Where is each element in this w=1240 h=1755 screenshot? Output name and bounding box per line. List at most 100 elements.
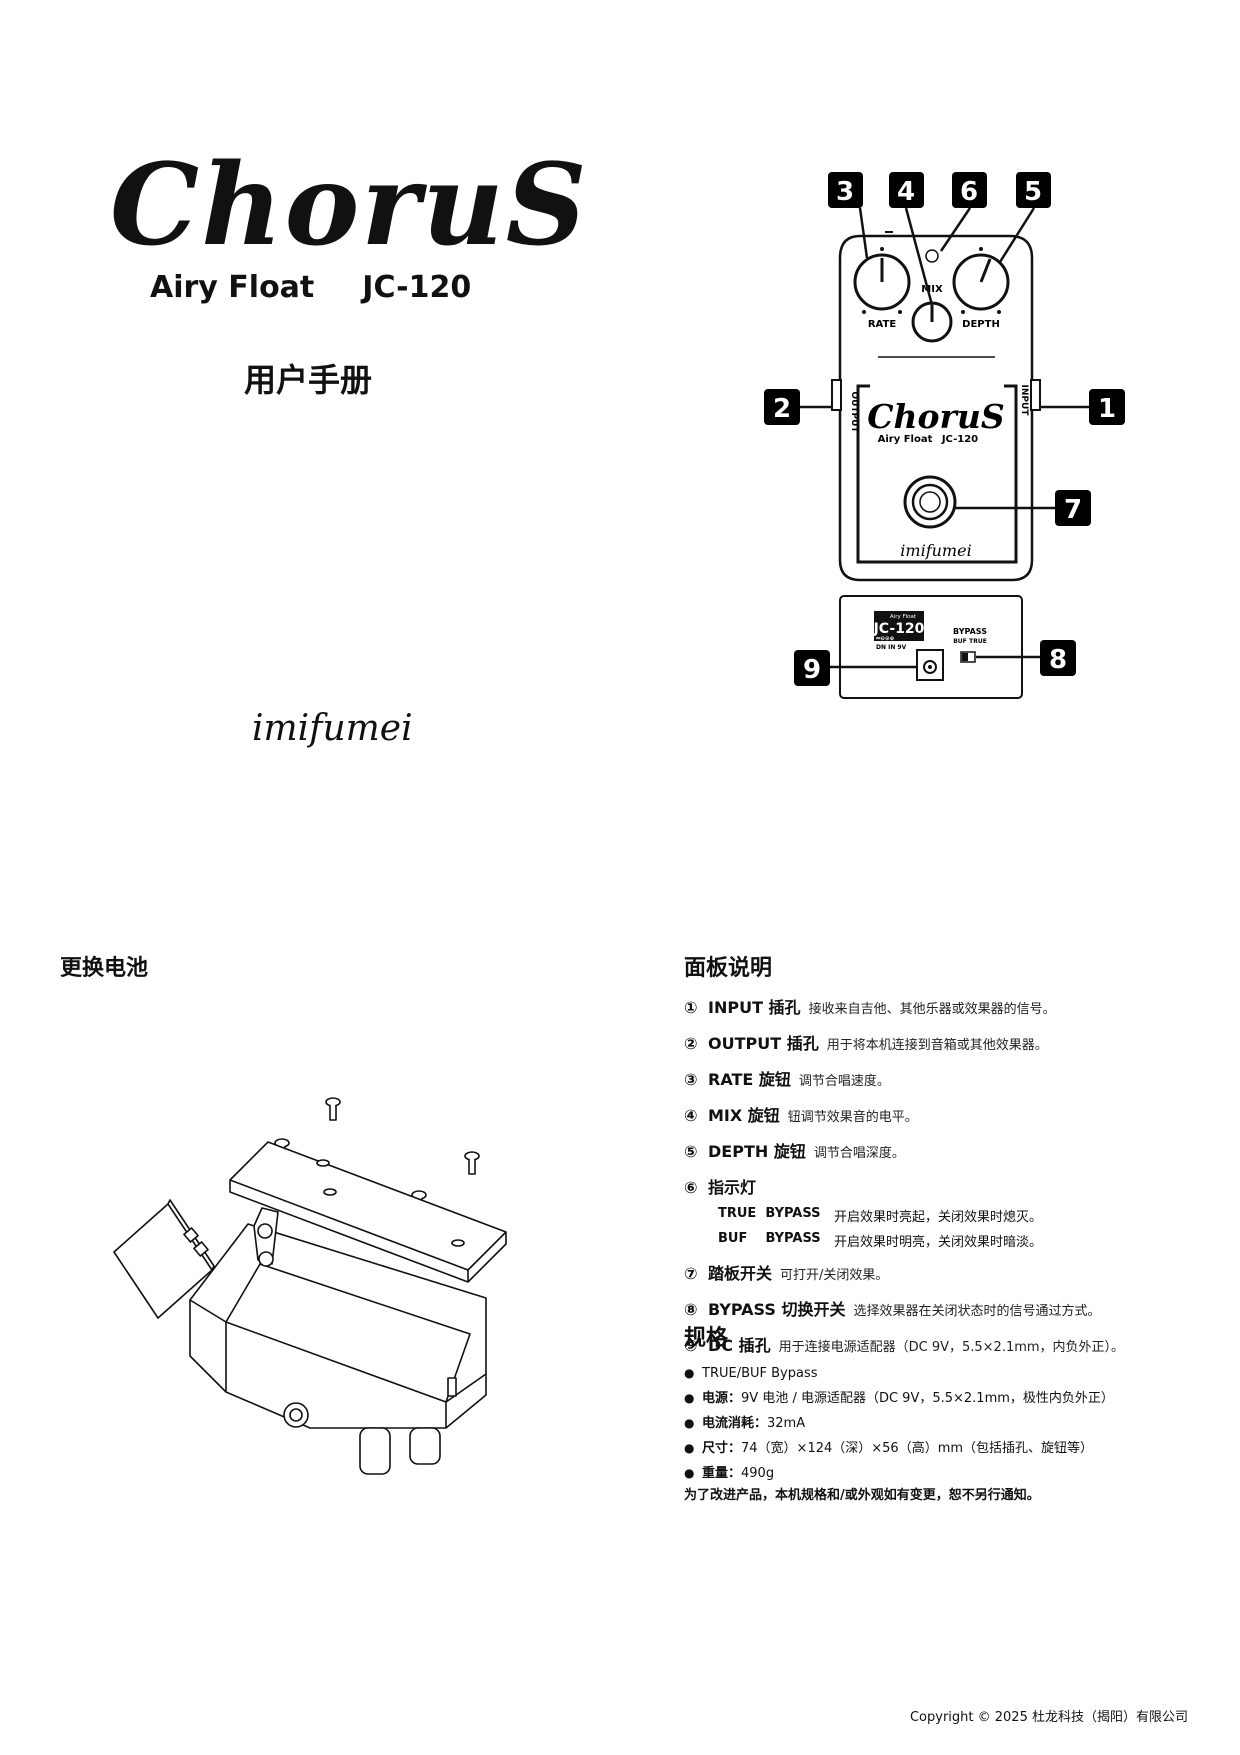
side-true: TRUE	[969, 638, 987, 645]
svg-text:1: 1	[1098, 394, 1116, 424]
copyright: Copyright © 2025 杜龙科技（揭阳）有限公司	[909, 1710, 1188, 1725]
pedal-diagram: RATE DEPTH MIX OUTPUT INPUT ChoruS Airy …	[764, 172, 1125, 699]
item-label: DEPTH 旋钮	[708, 1142, 806, 1161]
callout-2: 2	[764, 389, 800, 425]
callout-6: 6	[952, 172, 987, 208]
spec-item: ● 电流消耗： 32mA	[684, 1412, 1204, 1431]
footswitch	[903, 475, 957, 529]
bullet-icon: ●	[684, 1466, 695, 1480]
item-desc: 接收来自吉他、其他乐器或效果器的信号。	[808, 1002, 1056, 1017]
panel-item-depth: ⑤ DEPTH 旋钮 调节合唱深度。	[684, 1138, 1204, 1162]
led-mode-desc: 开启效果时明亮，关闭效果时暗淡。	[834, 1235, 1043, 1250]
callout-5: 5	[1016, 172, 1051, 208]
spec-value: 490g	[741, 1466, 775, 1481]
item-desc: 可打开/关闭效果。	[780, 1268, 889, 1283]
output-jack	[831, 379, 842, 411]
item-desc: 调节合唱速度。	[798, 1074, 890, 1089]
led-mode-true: TRUE BYPASS 开启效果时亮起，关闭效果时熄灭。	[718, 1206, 1204, 1225]
specs-list: ● TRUE/BUF Bypass ● 电源： 9V 电池 / 电源适配器（DC…	[684, 1366, 1204, 1487]
item-number: ⑨	[684, 1336, 698, 1355]
item-desc: 调节合唱深度。	[813, 1146, 905, 1161]
item-number: ⑥	[684, 1178, 698, 1197]
led-mode-name: TRUE BYPASS	[718, 1206, 821, 1221]
item-label: INPUT 插孔	[708, 998, 801, 1017]
spec-value: 32mA	[767, 1416, 806, 1431]
item-label: RATE 旋钮	[708, 1070, 791, 1089]
model-code: JC-120	[362, 270, 472, 305]
panel-item-dc: ⑨ DC 插孔 用于连接电源适配器（DC 9V，5.5×2.1mm，内负外正）。	[684, 1332, 1204, 1356]
svg-text:⎓⊖⊙⊕: ⎓⊖⊙⊕	[876, 636, 894, 642]
side-dc-text: DN IN 9V	[876, 644, 907, 651]
item-number: ①	[684, 998, 698, 1017]
svg-text:9: 9	[803, 655, 821, 685]
chorus-logo: ChoruS	[110, 140, 589, 271]
item-number: ⑤	[684, 1142, 698, 1161]
side-panel	[839, 595, 1023, 699]
model-name: Airy Float	[150, 270, 315, 305]
side-model-small: Airy Float	[890, 614, 917, 620]
bullet-icon: ●	[684, 1391, 695, 1405]
spec-item: ● TRUE/BUF Bypass	[684, 1366, 1204, 1381]
mix-label: MIX	[921, 284, 943, 295]
panel-item-led: ⑥ 指示灯	[684, 1174, 1204, 1198]
svg-text:5: 5	[1024, 177, 1042, 207]
callout-1: 1	[1089, 389, 1125, 425]
item-number: ⑦	[684, 1264, 698, 1283]
spec-value: 74（宽）×124（深）×56（高）mm（包括插孔、旋钮等）	[741, 1441, 1094, 1456]
spec-value: 9V 电池 / 电源适配器（DC 9V，5.5×2.1mm，极性内负外正）	[741, 1391, 1114, 1406]
spec-key: 重量：	[702, 1466, 742, 1481]
item-number: ②	[684, 1034, 698, 1053]
led-mode-buf: BUF BYPASS 开启效果时明亮，关闭效果时暗淡。	[718, 1231, 1204, 1250]
depth-knob: DEPTH	[952, 247, 1010, 330]
item-number: ③	[684, 1070, 698, 1089]
callout-7: 7	[1055, 490, 1091, 526]
callout-4: 4	[889, 172, 924, 208]
rate-knob: RATE	[853, 247, 911, 330]
item-label: OUTPUT 插孔	[708, 1034, 819, 1053]
battery-diagram	[113, 1097, 507, 1475]
svg-text:7: 7	[1064, 495, 1082, 525]
item-label: 指示灯	[708, 1178, 757, 1197]
svg-text:3: 3	[836, 177, 854, 207]
front-brand: imifumei	[900, 541, 971, 560]
spec-value: TRUE/BUF Bypass	[702, 1366, 818, 1381]
depth-label: DEPTH	[962, 319, 1000, 330]
input-jack	[1030, 379, 1041, 411]
panel-item-bypass: ⑧ BYPASS 切换开关 选择效果器在关闭状态时的信号通过方式。	[684, 1296, 1204, 1320]
item-label: 踏板开关	[708, 1264, 773, 1283]
callout-8: 8	[1040, 640, 1076, 676]
manual-title: 用户手册	[244, 361, 373, 399]
svg-text:2: 2	[773, 394, 791, 424]
spec-item: ● 尺寸： 74（宽）×124（深）×56（高）mm（包括插孔、旋钮等）	[684, 1437, 1204, 1456]
svg-text:6: 6	[960, 177, 978, 207]
panel-item-input: ① INPUT 插孔 接收来自吉他、其他乐器或效果器的信号。	[684, 994, 1204, 1018]
screw-icon	[325, 1097, 341, 1121]
callout-3: 3	[828, 172, 863, 208]
led-mode-desc: 开启效果时亮起，关闭效果时熄灭。	[834, 1210, 1043, 1225]
spec-key: 电流消耗：	[702, 1416, 768, 1431]
output-label: OUTPUT	[849, 391, 859, 433]
side-model-big: JC-120	[873, 621, 925, 637]
screw-icon	[464, 1151, 480, 1175]
model-line: Airy Float JC-120	[150, 270, 471, 305]
item-desc: 选择效果器在关闭状态时的信号通过方式。	[853, 1304, 1101, 1319]
panel-list: ① INPUT 插孔 接收来自吉他、其他乐器或效果器的信号。 ② OUTPUT …	[684, 994, 1204, 1368]
rate-label: RATE	[868, 319, 896, 330]
spec-item: ● 电源： 9V 电池 / 电源适配器（DC 9V，5.5×2.1mm，极性内负…	[684, 1387, 1204, 1406]
spec-key: 电源：	[702, 1391, 742, 1406]
side-bypass: BYPASS	[953, 627, 987, 636]
panel-item-rate: ③ RATE 旋钮 调节合唱速度。	[684, 1066, 1204, 1090]
item-number: ⑧	[684, 1300, 698, 1319]
led-mode-name: BUF BYPASS	[718, 1231, 821, 1246]
front-code: JC-120	[941, 434, 978, 445]
input-label: INPUT	[1019, 385, 1029, 417]
item-desc: 用于连接电源适配器（DC 9V，5.5×2.1mm，内负外正）。	[778, 1340, 1125, 1355]
brand-logo: imifumei	[252, 708, 413, 749]
led-indicator	[925, 249, 939, 263]
panel-title: 面板说明	[684, 956, 773, 981]
panel-item-footswitch: ⑦ 踏板开关 可打开/关闭效果。	[684, 1260, 1204, 1284]
item-desc: 用于将本机连接到音箱或其他效果器。	[826, 1038, 1048, 1053]
spec-item: ● 重量： 490g	[684, 1462, 1204, 1481]
item-number: ④	[684, 1106, 698, 1125]
svg-text:4: 4	[897, 177, 915, 207]
